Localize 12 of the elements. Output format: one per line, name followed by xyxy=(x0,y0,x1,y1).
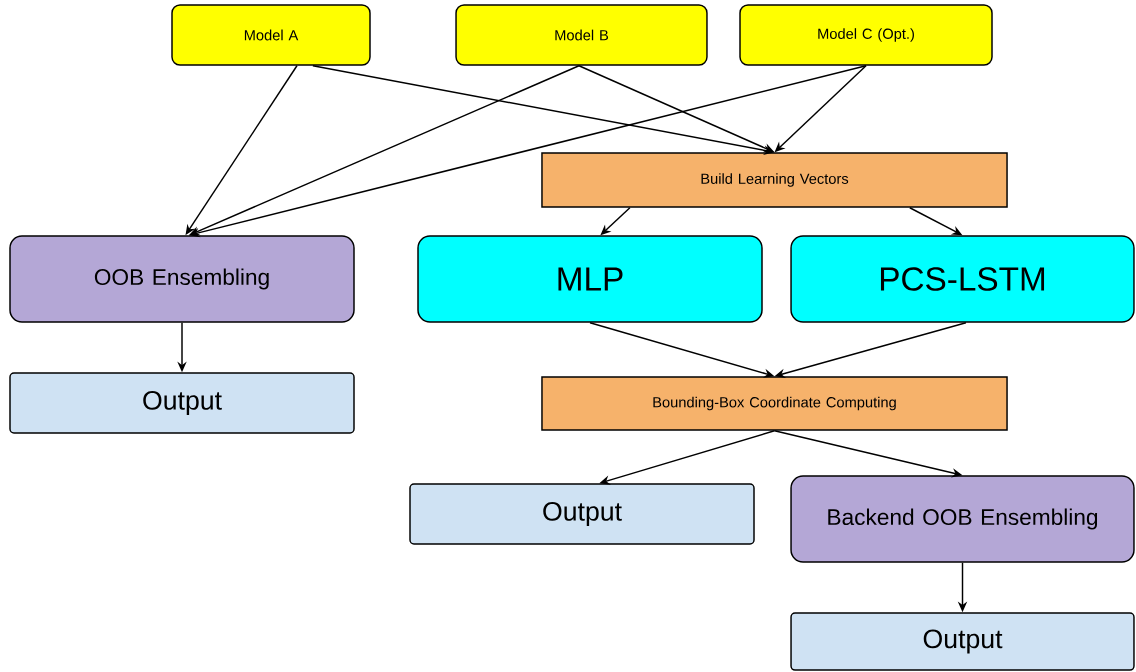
model-box: MLP xyxy=(417,235,763,323)
model-box: PCS-LSTM xyxy=(790,235,1135,323)
ensembling-box: Backend OOB Ensembling xyxy=(790,475,1135,563)
model-box: Model C (Opt.) xyxy=(739,4,993,66)
process-box: Build Learning Vectors xyxy=(541,152,1008,208)
output-box: Output xyxy=(790,612,1135,671)
model-box: Model A xyxy=(171,4,371,66)
output-box: Output xyxy=(9,372,355,434)
ensembling-box: OOB Ensembling xyxy=(9,235,355,323)
model-box: Model B xyxy=(455,4,708,66)
process-box: Bounding-Box Coordinate Computing xyxy=(541,376,1008,431)
output-box: Output xyxy=(409,483,755,545)
